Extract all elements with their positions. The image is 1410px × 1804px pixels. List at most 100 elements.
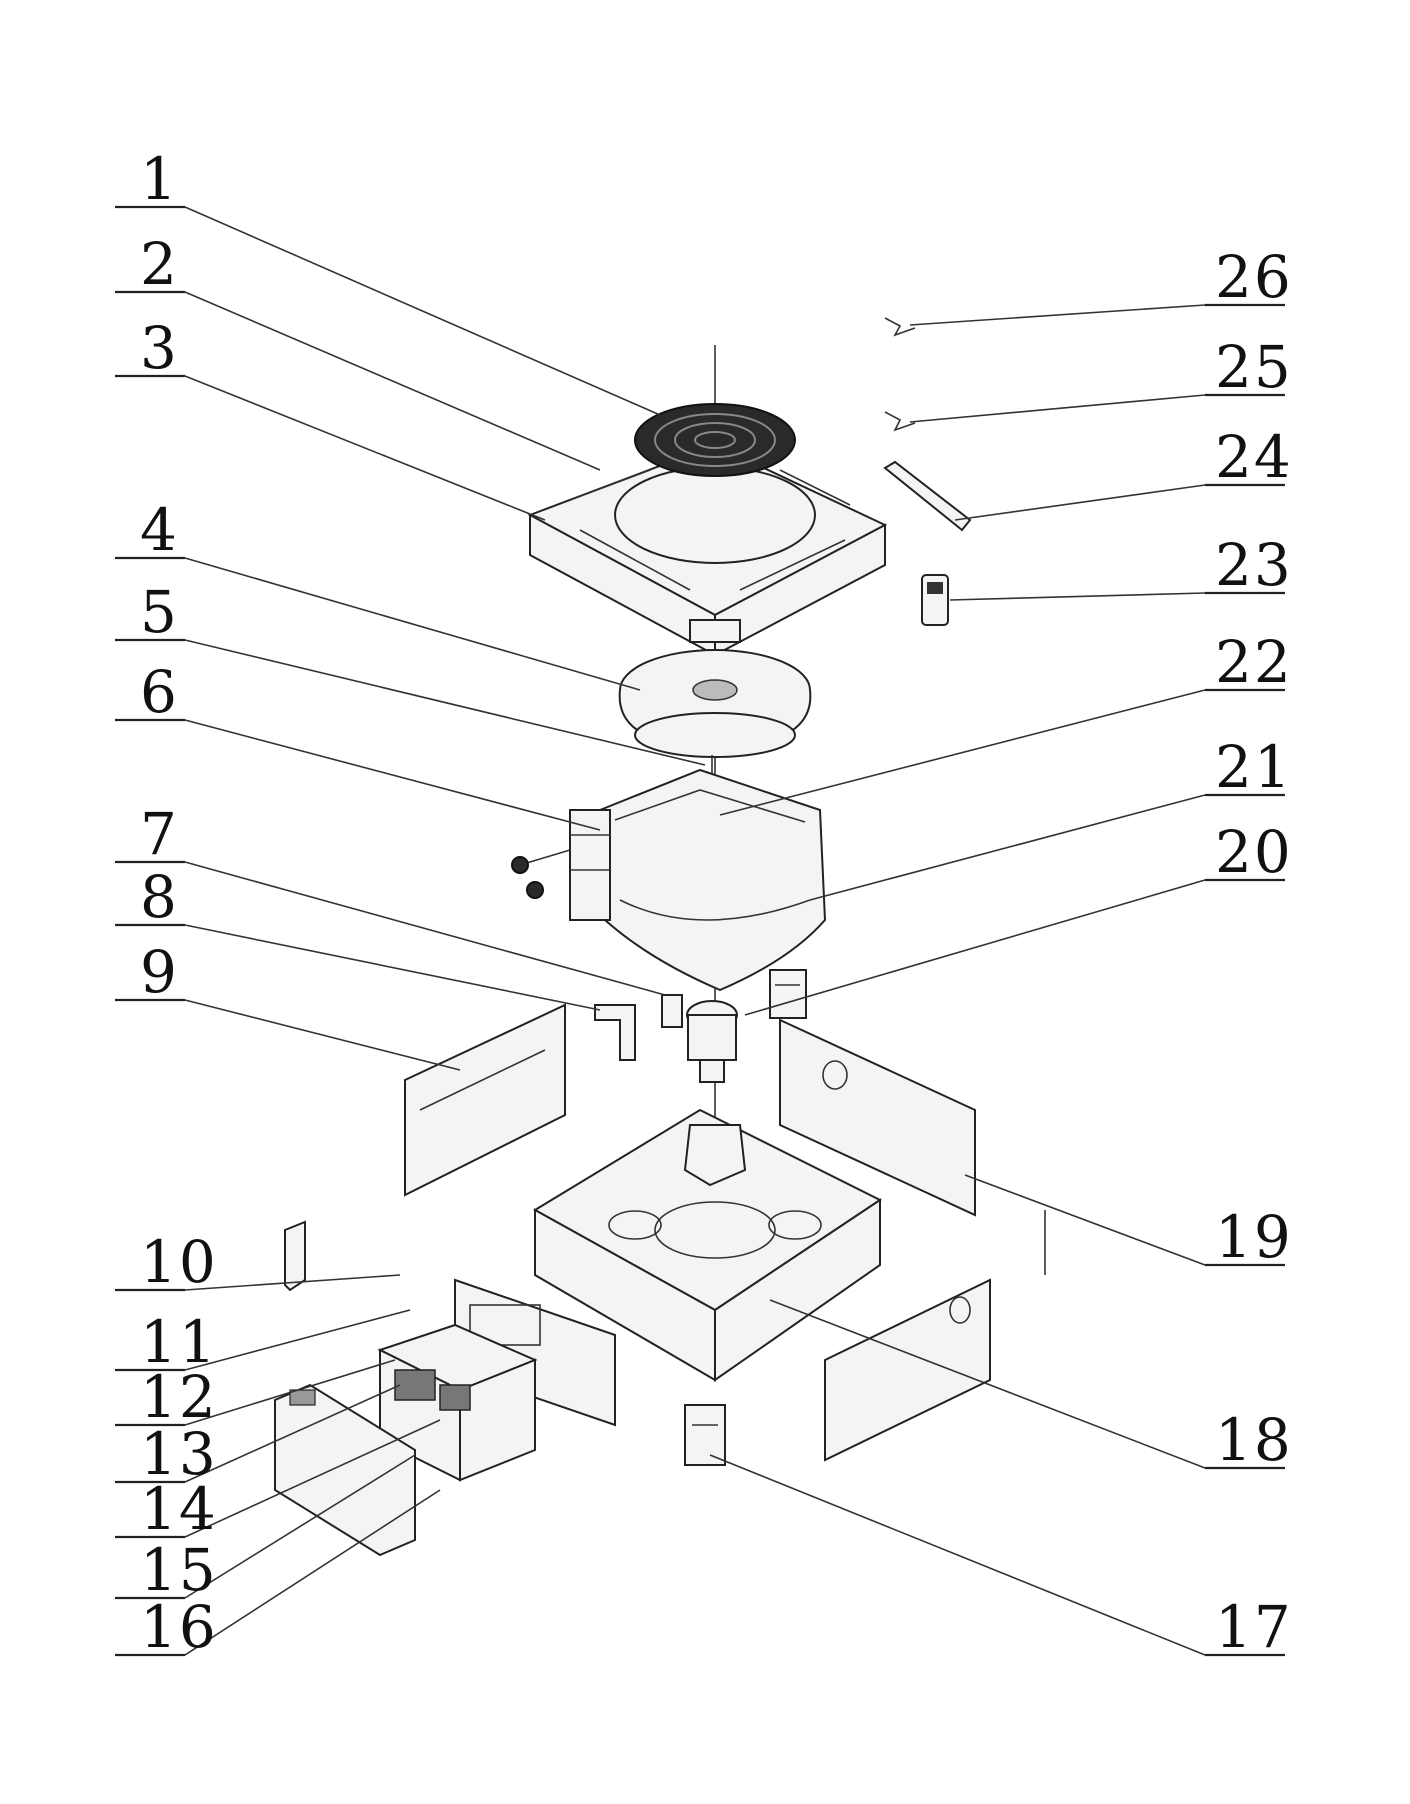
callout-number: 9 xyxy=(140,938,179,1006)
callout-number: 11 xyxy=(140,1308,218,1376)
panel-neck xyxy=(689,619,741,643)
centrifugal-fan-wheel xyxy=(618,649,812,758)
callout-leader-line xyxy=(184,1489,441,1656)
callout-leader-line xyxy=(964,1174,1206,1266)
callout-8: 8 xyxy=(115,863,601,1011)
callout-10: 10 xyxy=(115,1228,401,1296)
callout-leader-line xyxy=(809,794,1206,901)
callout-21: 21 xyxy=(809,733,1293,901)
callout-11: 11 xyxy=(115,1308,411,1376)
callout-number: 23 xyxy=(1215,531,1293,599)
callout-number: 26 xyxy=(1215,243,1293,311)
callout-number: 17 xyxy=(1215,1593,1293,1661)
callout-1: 1 xyxy=(115,145,661,416)
callout-2: 2 xyxy=(115,230,601,471)
callout-leader-line xyxy=(184,557,641,691)
callout-number: 12 xyxy=(140,1363,218,1431)
callout-leader-line xyxy=(184,1274,401,1291)
callout-leader-line xyxy=(184,1309,411,1371)
callout-7: 7 xyxy=(115,800,666,996)
float-switch xyxy=(661,994,683,1028)
callout-number: 4 xyxy=(140,496,179,564)
callout-20: 20 xyxy=(744,818,1293,1016)
callout-number: 25 xyxy=(1215,333,1293,401)
callout-number: 14 xyxy=(140,1475,218,1543)
top-panel-assembly xyxy=(527,443,888,657)
callout-26: 26 xyxy=(909,243,1293,326)
hanging-bracket-top xyxy=(769,969,807,1019)
callout-12: 12 xyxy=(115,1359,396,1431)
callout-25: 25 xyxy=(909,333,1293,423)
callout-23: 23 xyxy=(949,531,1293,601)
base-chassis xyxy=(533,1108,882,1382)
callout-leader-line xyxy=(184,999,461,1071)
callout-number: 19 xyxy=(1215,1203,1293,1271)
callout-number: 24 xyxy=(1215,423,1293,491)
callout-leader-line xyxy=(184,719,601,831)
callout-number: 21 xyxy=(1215,733,1293,801)
left-side-panel xyxy=(404,1003,566,1197)
drain-hose-accessory xyxy=(883,460,972,532)
callout-14: 14 xyxy=(115,1419,441,1543)
callout-leader-line xyxy=(909,304,1206,326)
electric-box-bracket xyxy=(284,1220,306,1292)
callout-leader-line xyxy=(184,375,546,521)
callout-leader-line xyxy=(184,291,601,471)
valve-assembly xyxy=(511,809,611,921)
callout-19: 19 xyxy=(964,1174,1293,1271)
callout-16: 16 xyxy=(115,1489,441,1661)
callout-leader-line xyxy=(184,206,661,416)
callout-6: 6 xyxy=(115,658,601,831)
callout-number: 5 xyxy=(140,578,179,646)
callout-number: 7 xyxy=(140,800,179,868)
remote-controller xyxy=(921,574,949,626)
callout-4: 4 xyxy=(115,496,641,691)
clip-wire-26 xyxy=(884,317,916,337)
callout-leader-line xyxy=(184,1359,396,1426)
callout-leader-line xyxy=(949,592,1206,601)
air-filter-grille xyxy=(634,403,796,477)
callout-leader-line xyxy=(184,924,601,1011)
bottom-bracket xyxy=(684,1404,726,1466)
callout-leader-line xyxy=(954,484,1206,521)
drain-pipe-fitting xyxy=(594,1004,636,1061)
callout-13: 13 xyxy=(115,1384,401,1488)
callout-number: 16 xyxy=(140,1593,218,1661)
callout-number: 2 xyxy=(140,230,179,298)
callout-18: 18 xyxy=(769,1299,1293,1474)
right-side-panel xyxy=(779,1018,976,1217)
callout-leader-line xyxy=(744,879,1206,1016)
callout-leader-line xyxy=(184,1454,416,1599)
callout-number: 20 xyxy=(1215,818,1293,886)
callout-leader-line xyxy=(184,861,666,996)
callout-22: 22 xyxy=(719,628,1293,816)
callout-leader-line xyxy=(184,1384,401,1483)
callout-number: 8 xyxy=(140,863,179,931)
callout-number: 6 xyxy=(140,658,179,726)
clip-wire-25 xyxy=(884,411,916,432)
callout-number: 13 xyxy=(140,1420,218,1488)
callout-leader-line xyxy=(719,689,1206,816)
callout-number: 3 xyxy=(140,314,179,382)
callout-number: 18 xyxy=(1215,1406,1293,1474)
callout-3: 3 xyxy=(115,314,546,521)
callout-leader-line xyxy=(709,1454,1206,1656)
callout-leader-line xyxy=(769,1299,1206,1469)
callout-9: 9 xyxy=(115,938,461,1071)
callout-24: 24 xyxy=(954,423,1293,521)
callout-number: 10 xyxy=(140,1228,218,1296)
callout-leader-line xyxy=(184,1419,441,1538)
callout-number: 22 xyxy=(1215,628,1293,696)
terminal-box xyxy=(274,1383,416,1557)
drain-pan-tub xyxy=(598,768,827,992)
callout-15: 15 xyxy=(115,1454,416,1604)
callout-leader-line xyxy=(184,639,706,766)
callout-leader-line xyxy=(909,394,1206,423)
front-right-panel xyxy=(824,1278,991,1462)
callout-number: 15 xyxy=(140,1536,218,1604)
callout-17: 17 xyxy=(709,1454,1293,1661)
callout-number: 1 xyxy=(140,145,179,213)
drain-pump xyxy=(686,1000,738,1083)
